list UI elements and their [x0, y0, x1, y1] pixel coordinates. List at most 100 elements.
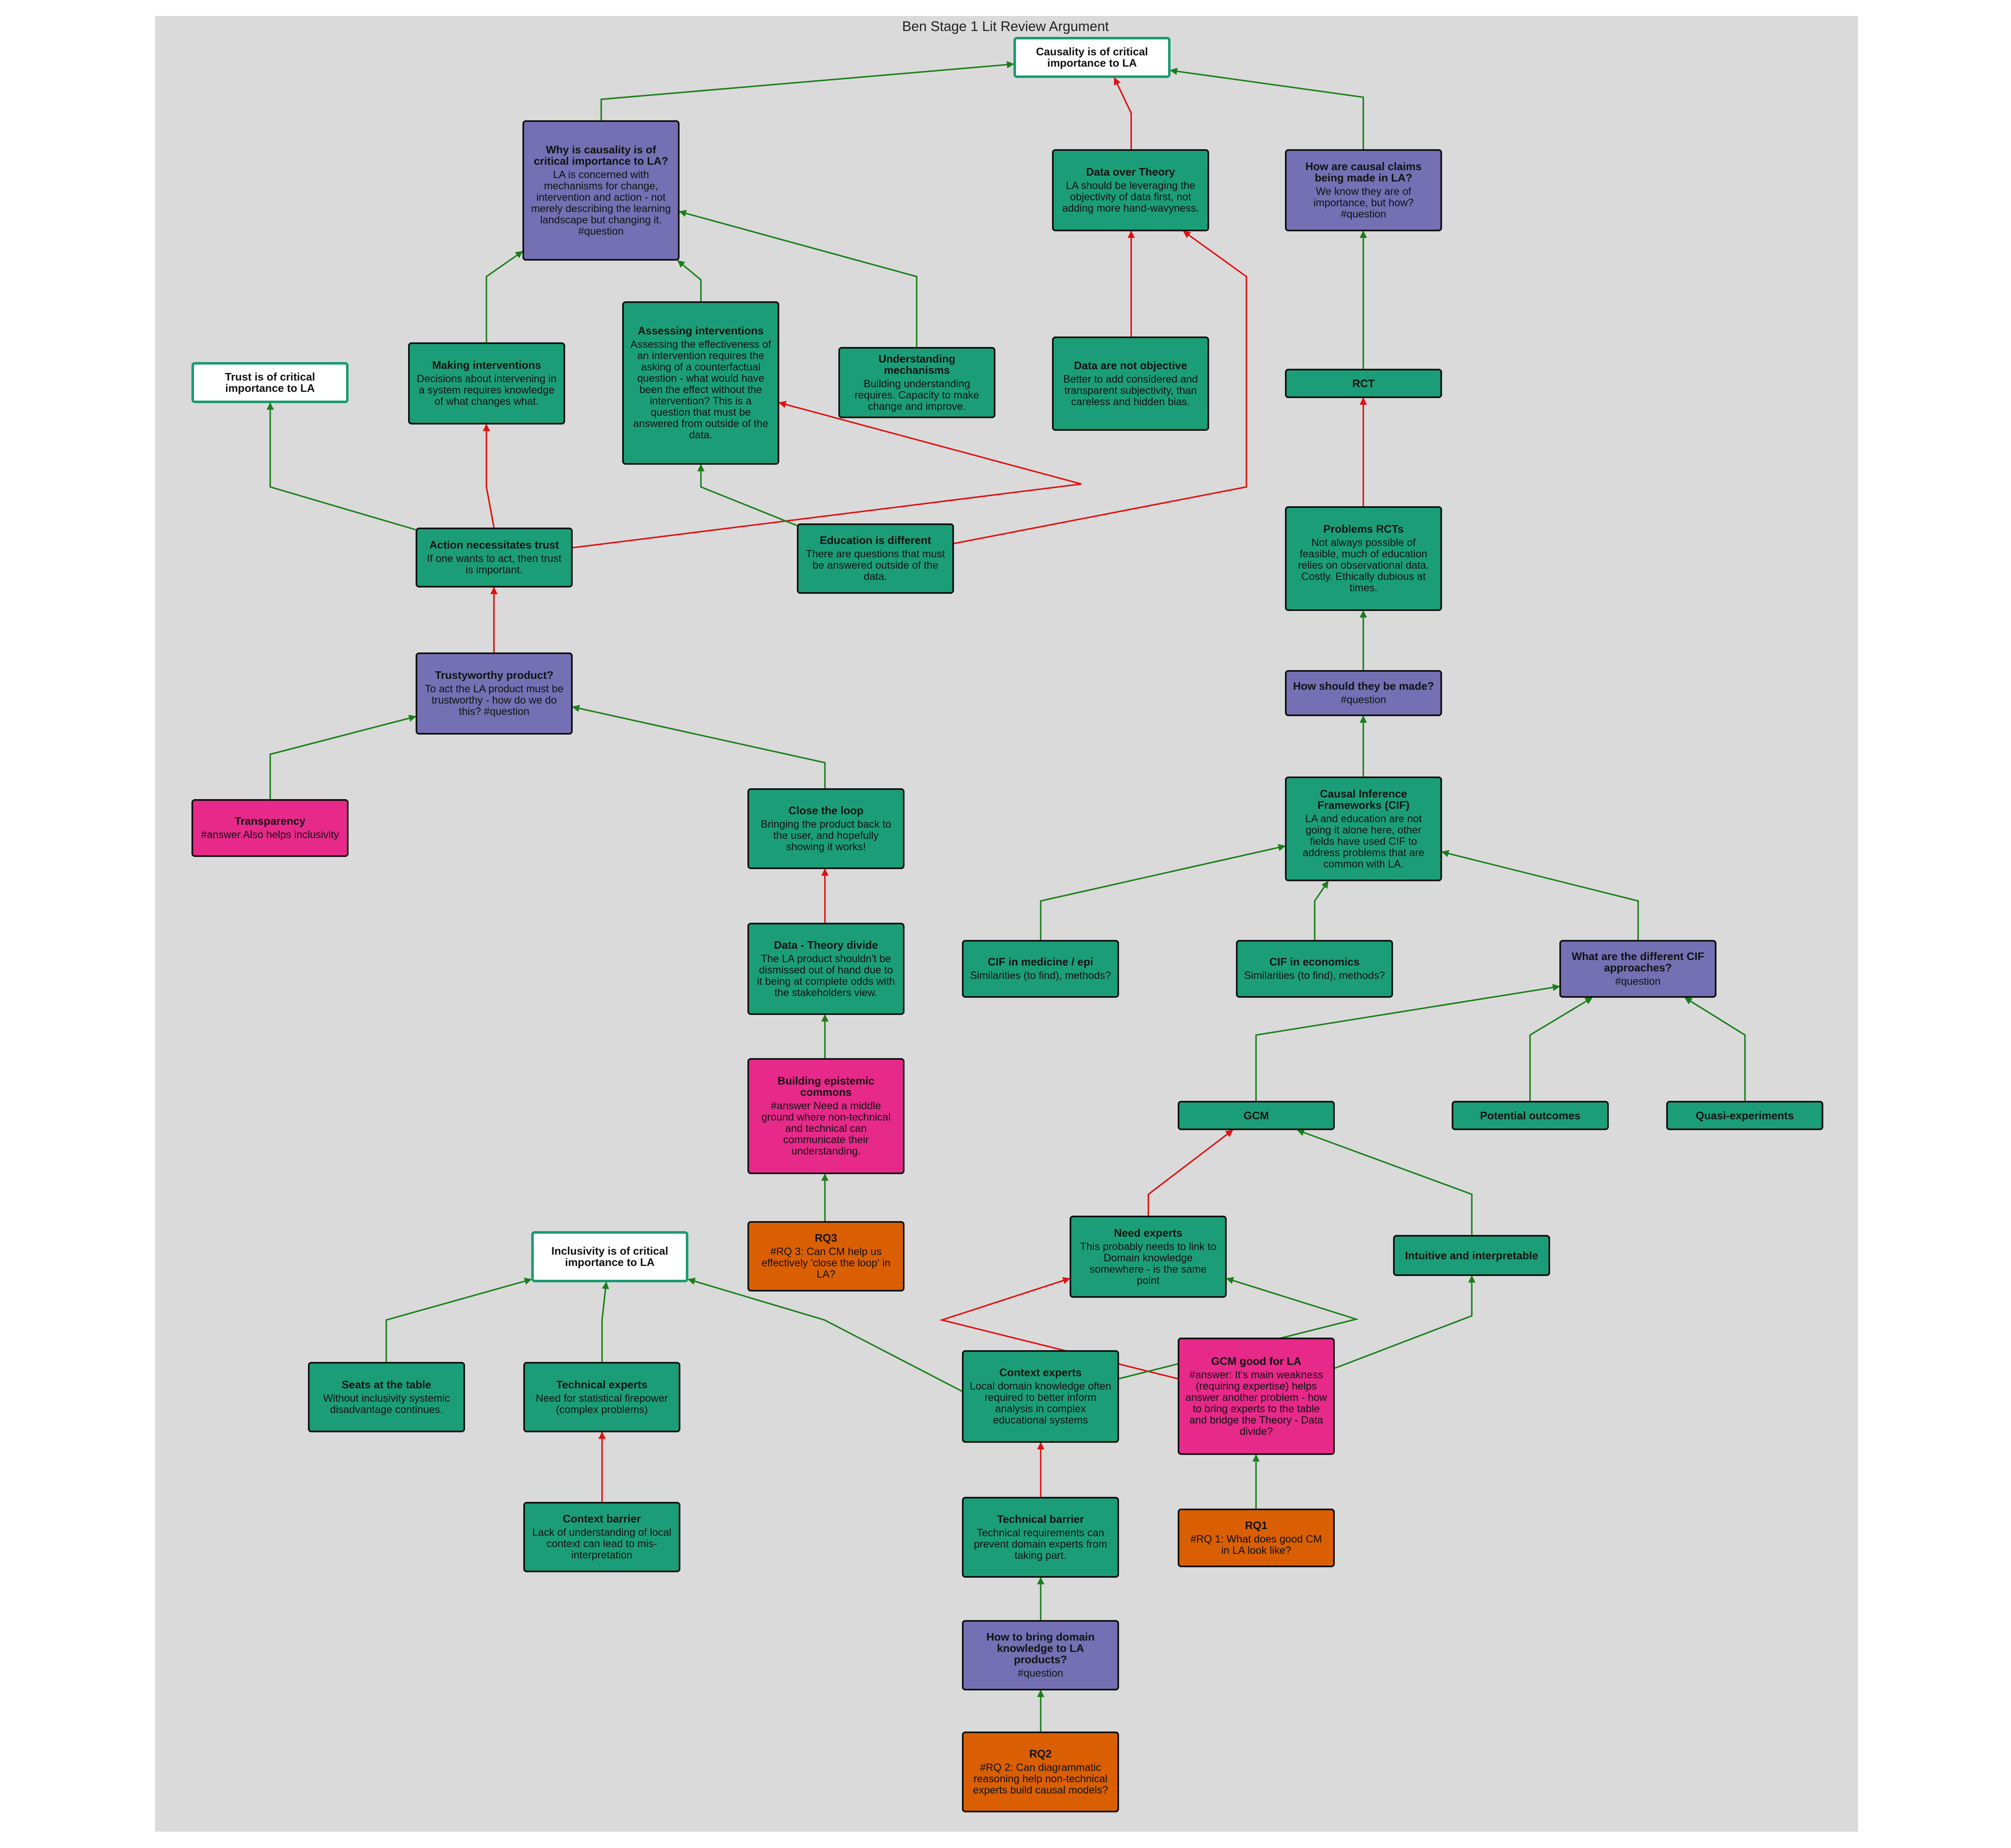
node-body: To act the LA product must be trustworth… — [425, 683, 563, 717]
node-body: #RQ 2: Can diagrammatic reasoning help n… — [973, 1761, 1108, 1796]
node-gcm-good[interactable]: GCM good for LA#answer: It's main weakne… — [1178, 1338, 1335, 1455]
node-title: Technical barrier — [997, 1512, 1084, 1525]
node-why-causality[interactable]: Why is causality is of critical importan… — [522, 120, 680, 261]
node-title: How should they be made? — [1293, 680, 1434, 692]
node-title: RQ1 — [1245, 1519, 1268, 1532]
edge-supports-intuitive-to-gcm — [1297, 1129, 1473, 1235]
node-body: Similarities (to find), methods? — [970, 970, 1111, 981]
node-title: Inclusivity is of critical importance to… — [551, 1245, 668, 1268]
node-intuitive[interactable]: Intuitive and interpretable — [1393, 1235, 1550, 1276]
node-cif-approaches[interactable]: What are the different CIF approaches?#q… — [1559, 940, 1716, 998]
node-body: If one wants to act, then trust is impor… — [426, 553, 561, 576]
node-title: Transparency — [234, 815, 306, 827]
node-body: #answer Also helps inclusivity — [201, 829, 339, 841]
node-title: Trust is of critical importance to LA — [225, 370, 315, 394]
node-how-should-made[interactable]: How should they be made? #question — [1285, 670, 1442, 716]
node-title: Need experts — [1114, 1226, 1183, 1239]
node-title: Trustyworthy product? — [434, 669, 554, 681]
node-epistemic-commons[interactable]: Building epistemic commons#answer Need a… — [747, 1058, 905, 1174]
edge-supports-quasi-experiments-to-cif-approaches — [1684, 997, 1746, 1101]
node-trust[interactable]: Trust is of critical importance to LA — [191, 362, 349, 403]
node-how-causal-claims[interactable]: How are causal claims being made in LA?W… — [1285, 149, 1442, 231]
node-rq2[interactable]: RQ2#RQ 2: Can diagrammatic reasoning hel… — [962, 1732, 1119, 1812]
node-title: GCM — [1243, 1109, 1269, 1122]
node-title: Potential outcomes — [1480, 1109, 1581, 1122]
node-rq3[interactable]: RQ3#RQ 3: Can CM help us effectively 'cl… — [747, 1221, 905, 1292]
edge-supports-how-causal-claims-to-causality — [1170, 67, 1364, 149]
node-gcm[interactable]: GCM — [1178, 1101, 1335, 1130]
node-body: LA is concerned with mechanisms for chan… — [531, 168, 671, 237]
node-body: This probably needs to link to Domain kn… — [1080, 1240, 1217, 1286]
node-rct[interactable]: RCT — [1285, 369, 1442, 398]
node-title: RCT — [1352, 377, 1375, 390]
node-body: We know they are of importance, but how?… — [1313, 185, 1414, 220]
node-title: How to bring domain knowledge to LA prod… — [986, 1631, 1095, 1666]
node-body: Lack of understanding of local context c… — [532, 1527, 672, 1561]
edge-supports-gcm-to-cif-approaches — [1255, 984, 1560, 1101]
node-title: Data over Theory — [1086, 166, 1175, 178]
node-body: #question — [1018, 1667, 1063, 1679]
node-body: LA should be leveraging the objectivity … — [1062, 180, 1199, 214]
node-body: Building understanding requires. Capacit… — [854, 378, 980, 412]
node-body: #RQ 1: What does good CM in LA look like… — [1190, 1533, 1322, 1556]
node-body: Decisions about intervening in a system … — [416, 373, 557, 407]
edge-supports-assessing-interventions-to-why-causality — [677, 260, 702, 301]
node-transparency[interactable]: Transparency #answer Also helps inclusivi… — [191, 799, 349, 857]
edge-supports-why-causality-to-causality — [600, 61, 1014, 120]
node-action-trust[interactable]: Action necessitates trust If one wants to… — [416, 528, 573, 588]
node-body: #question — [1341, 694, 1386, 706]
node-title: Context barrier — [563, 1512, 641, 1525]
node-body: Assessing the effectiveness of an interv… — [630, 339, 771, 441]
node-rq1[interactable]: RQ1#RQ 1: What does good CM in LA look l… — [1178, 1509, 1335, 1567]
node-cif[interactable]: Causal Inference Frameworks (CIF)LA and … — [1285, 776, 1442, 881]
node-body: #answer Need a middle ground where non-t… — [761, 1100, 891, 1157]
node-body: Without inclusivity systemic disadvantag… — [323, 1392, 450, 1416]
node-how-bring-domain[interactable]: How to bring domain knowledge to LA prod… — [962, 1620, 1119, 1690]
edge-attacks-education-different-to-data-over-theory — [954, 230, 1247, 544]
edge-attacks-action-trust-to-assessing-interventions — [572, 401, 1082, 549]
node-title: Context experts — [999, 1366, 1082, 1379]
node-trustworthy-product[interactable]: Trustyworthy product? To act the LA produ… — [416, 652, 573, 735]
node-causality[interactable]: Causality is of critical importance to L… — [1013, 37, 1171, 78]
node-quasi-experiments[interactable]: Quasi-experiments — [1666, 1101, 1823, 1130]
edge-supports-making-interventions-to-why-causality — [486, 251, 523, 342]
node-title: Data - Theory divide — [774, 938, 878, 951]
node-body: Technical requirements can prevent domai… — [974, 1527, 1107, 1561]
node-title: Close the loop — [788, 804, 864, 817]
node-title: Understanding mechanisms — [878, 352, 956, 376]
node-title: Why is causality is of critical importan… — [534, 143, 668, 167]
edge-supports-gcm-good-to-intuitive — [1334, 1275, 1476, 1369]
node-inclusivity[interactable]: Inclusivity is of critical importance to… — [531, 1231, 688, 1282]
node-body: The LA product shouldn't be dismissed ou… — [757, 952, 895, 999]
edge-supports-context-experts-to-inclusivity — [688, 1278, 962, 1392]
node-title: Problems RCTs — [1323, 523, 1404, 535]
node-title: Action necessitates trust — [429, 538, 559, 551]
edge-supports-potential-outcomes-to-cif-approaches — [1529, 997, 1593, 1101]
node-title: Causality is of critical importance to L… — [1036, 45, 1148, 69]
node-body: Similarities (to find), methods? — [1244, 970, 1385, 981]
node-body: #question — [1615, 975, 1661, 987]
node-potential-outcomes[interactable]: Potential outcomes — [1452, 1101, 1609, 1130]
node-data-over-theory[interactable]: Data over Theory LA should be leveraging … — [1052, 149, 1209, 231]
node-title: CIF in medicine / epi — [987, 955, 1093, 968]
node-body: Not always possible of feasible, much of… — [1298, 537, 1429, 594]
node-title: Causal Inference Frameworks (CIF) — [1317, 787, 1410, 811]
node-body: #RQ 3: Can CM help us effectively 'close… — [761, 1246, 891, 1280]
